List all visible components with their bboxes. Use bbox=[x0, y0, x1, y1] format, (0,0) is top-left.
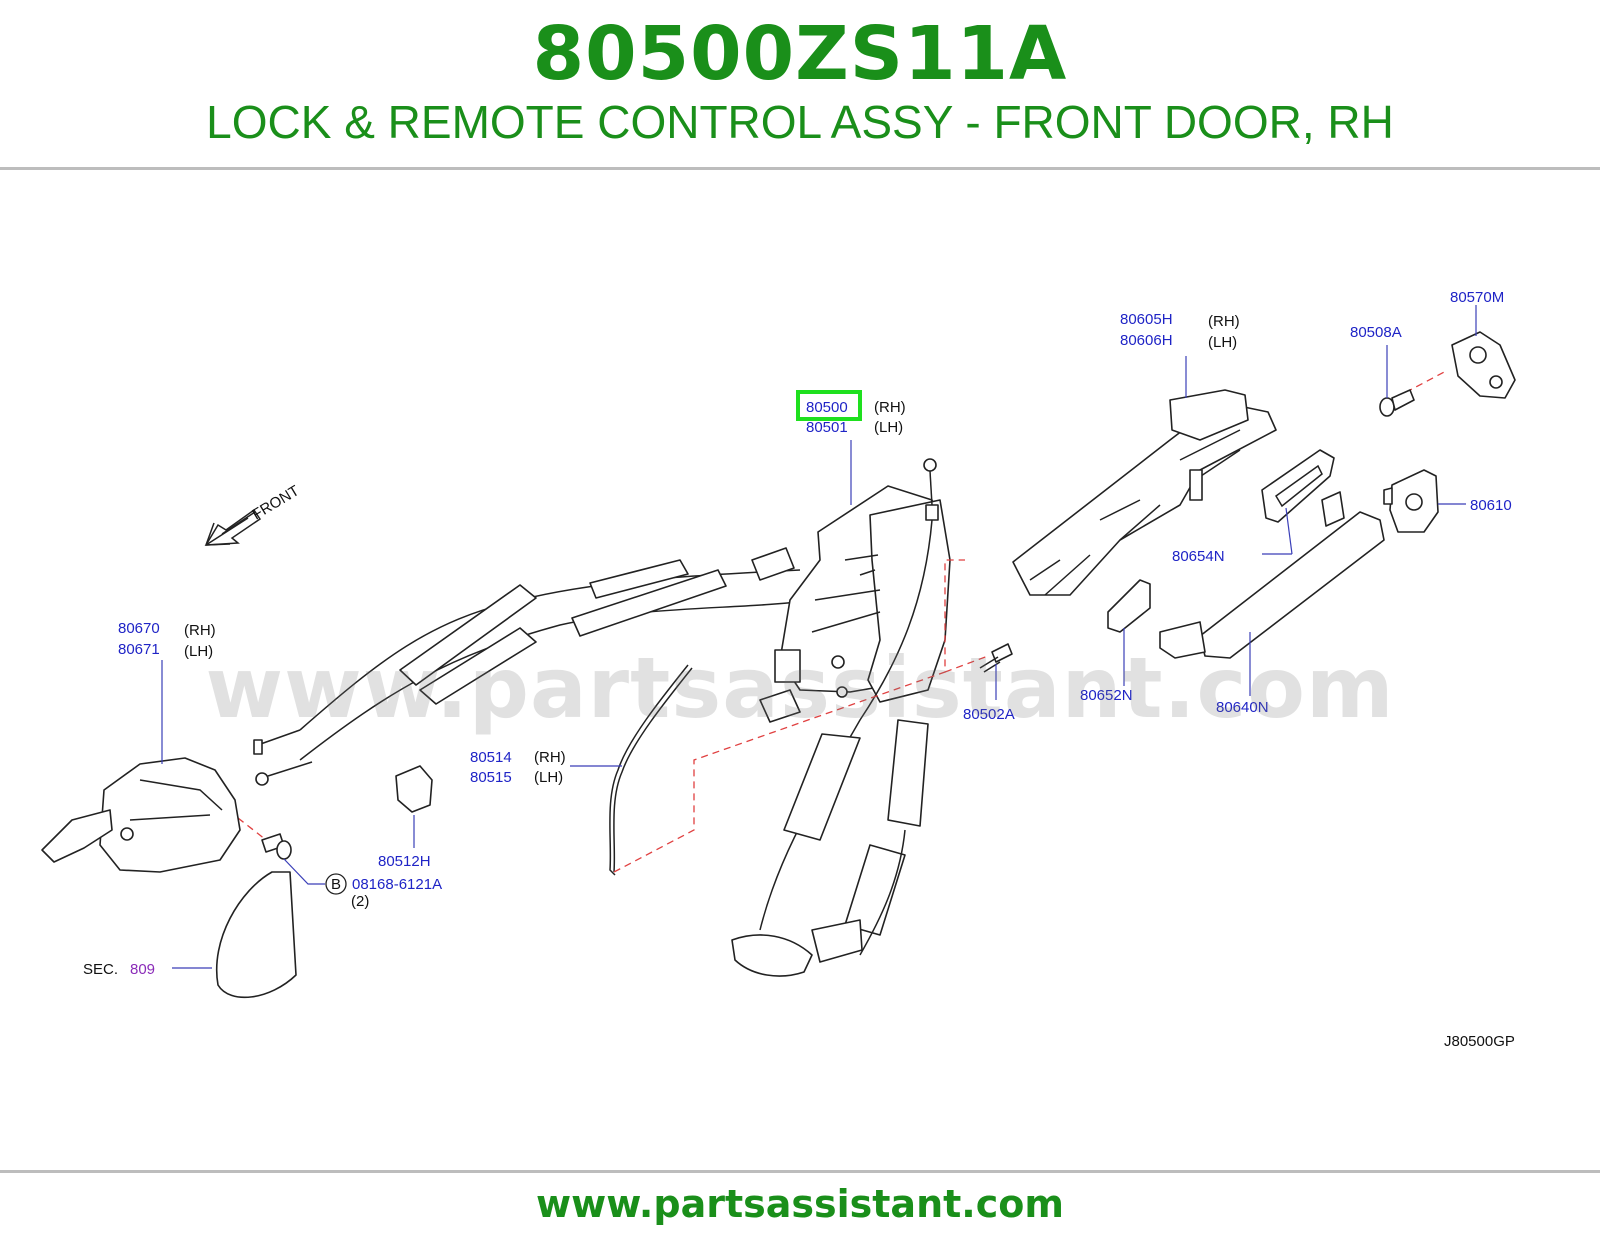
bolt-icon bbox=[261, 833, 292, 860]
door-striker bbox=[1451, 331, 1516, 399]
cable-end-ball bbox=[255, 772, 269, 786]
callout-80570M[interactable]: 80570M bbox=[1450, 289, 1504, 306]
callout-80671[interactable]: 80671 bbox=[118, 641, 160, 658]
cable-sleeve bbox=[399, 584, 537, 686]
callout-80605H[interactable]: 80605H bbox=[1120, 311, 1173, 328]
bolt-marker: B bbox=[331, 876, 341, 893]
callout-note: (RH) bbox=[1208, 313, 1240, 330]
callout-80606H[interactable]: 80606H bbox=[1120, 332, 1173, 349]
leader-lines bbox=[161, 305, 1477, 969]
callout-80652N[interactable]: 80652N bbox=[1080, 687, 1133, 704]
callout-note: (LH) bbox=[1208, 334, 1237, 351]
callout-80512H[interactable]: 80512H bbox=[378, 853, 431, 870]
outside-handle-bracket bbox=[1012, 389, 1277, 596]
callout-80514[interactable]: 80514 bbox=[470, 749, 512, 766]
callout-80670[interactable]: 80670 bbox=[118, 620, 160, 637]
callout-note: (LH) bbox=[534, 769, 563, 786]
watermark: www.partsassistant.com bbox=[205, 639, 1395, 737]
callout-80500[interactable]: 80500 bbox=[806, 399, 848, 416]
lock-rod bbox=[759, 458, 939, 931]
footer-divider bbox=[0, 1170, 1600, 1173]
cable-sleeve bbox=[419, 627, 537, 705]
callout-80640N[interactable]: 80640N bbox=[1216, 699, 1269, 716]
cable-sleeve bbox=[571, 569, 727, 637]
callout-80610[interactable]: 80610 bbox=[1470, 497, 1512, 514]
mounting-line bbox=[1394, 369, 1449, 399]
header: 80500ZS11A LOCK & REMOTE CONTROL ASSY - … bbox=[0, 0, 1600, 170]
callout-80502A[interactable]: 80502A bbox=[963, 706, 1015, 723]
footer-url-link[interactable]: www.partsassistant.com bbox=[536, 1182, 1064, 1226]
callout-note: (RH) bbox=[874, 399, 906, 416]
cable-end-fitting bbox=[751, 547, 795, 581]
lock-knob-rod bbox=[609, 664, 693, 876]
cable-end-pin bbox=[253, 739, 263, 755]
diagram-code: J80500GP bbox=[1444, 1033, 1515, 1050]
door-lock-actuator bbox=[759, 485, 951, 723]
bolt-quantity: (2) bbox=[351, 893, 369, 910]
front-label: FRONT bbox=[249, 482, 302, 523]
highlighted-part-box bbox=[796, 390, 862, 421]
mounting-line bbox=[613, 559, 965, 873]
mounting-line bbox=[944, 655, 989, 673]
rod-clip bbox=[395, 765, 433, 813]
part-description: LOCK & REMOTE CONTROL ASSY - FRONT DOOR,… bbox=[206, 96, 1394, 148]
screw-icon bbox=[979, 643, 1013, 673]
mounting-line bbox=[237, 817, 271, 844]
handle-gasket-small bbox=[1107, 579, 1151, 633]
outside-door-handle bbox=[1159, 491, 1385, 659]
callout-note: (LH) bbox=[874, 419, 903, 436]
cable-guide bbox=[731, 719, 929, 977]
callout-note: (RH) bbox=[184, 622, 216, 639]
cable-assembly bbox=[253, 547, 816, 786]
callout-80515[interactable]: 80515 bbox=[470, 769, 512, 786]
inside-door-handle bbox=[41, 757, 241, 873]
callout-08168-6121A[interactable]: 08168-6121A bbox=[352, 876, 442, 893]
key-cylinder-escutcheon bbox=[1383, 469, 1439, 533]
inside-handle-escutcheon bbox=[215, 871, 297, 999]
screw-icon bbox=[1379, 389, 1415, 417]
sec-label: SEC. bbox=[83, 961, 118, 978]
cable-sleeve bbox=[589, 559, 689, 599]
callout-80501[interactable]: 80501 bbox=[806, 419, 848, 436]
page-title: 80500ZS11A bbox=[532, 11, 1068, 97]
callout-80508A[interactable]: 80508A bbox=[1350, 324, 1402, 341]
callout-note: (LH) bbox=[184, 643, 213, 660]
front-arrow-icon bbox=[204, 508, 262, 546]
callout-note: (RH) bbox=[534, 749, 566, 766]
sec-809-link[interactable]: 809 bbox=[130, 961, 155, 978]
bolt-marker-circle bbox=[325, 873, 347, 895]
header-divider bbox=[0, 167, 1600, 170]
callout-80654N[interactable]: 80654N bbox=[1172, 548, 1225, 565]
